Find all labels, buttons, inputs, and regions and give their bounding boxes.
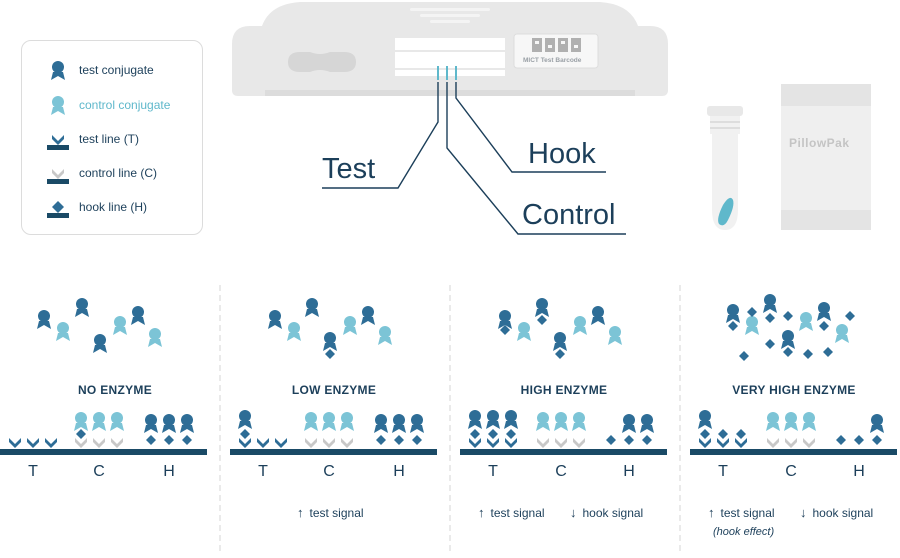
section-dividers xyxy=(219,285,681,555)
axis-letter-h: H xyxy=(393,463,405,480)
legend-label: hook line (H) xyxy=(79,200,148,214)
hook-line-icon xyxy=(47,201,69,218)
control-line-captured xyxy=(766,412,816,448)
note-text: hook signal xyxy=(582,506,644,520)
axis-letter-t: T xyxy=(718,463,728,480)
axis-letter-t: T xyxy=(28,463,38,480)
section-title-low-enzyme: LOW ENZYME xyxy=(291,383,377,397)
test-line-icon xyxy=(47,135,69,150)
axis-letter-c: C xyxy=(93,463,105,480)
hook-line-captured xyxy=(374,414,424,445)
floating-conjugates xyxy=(268,298,392,359)
panel-very-high-enzyme xyxy=(690,294,897,455)
strip-baseline xyxy=(690,449,897,455)
note-test-signal: ↑ test signal xyxy=(478,505,545,520)
section-title-high-enzyme: HIGH ENZYME xyxy=(520,383,608,397)
test-line-receptors xyxy=(9,438,57,448)
test-conjugate-icon xyxy=(51,61,65,80)
legend-item-test-line: test line (T) xyxy=(22,126,202,154)
axis-letter-t: T xyxy=(488,463,498,480)
axis-letter-c: C xyxy=(785,463,797,480)
strip-baseline xyxy=(460,449,667,455)
callout-control: Control xyxy=(522,199,616,231)
note-text: test signal xyxy=(490,506,545,520)
barcode-label: MICT Test Barcode xyxy=(523,57,582,64)
axis-letter-h: H xyxy=(623,463,635,480)
note-text: test signal xyxy=(720,506,775,520)
note-text: hook signal xyxy=(812,506,874,520)
legend-label: control conjugate xyxy=(79,98,171,112)
panel-high-enzyme xyxy=(460,298,667,455)
control-line-captured xyxy=(74,412,124,448)
axis-letter-c: C xyxy=(323,463,335,480)
hook-line-captured xyxy=(144,414,194,445)
legend: test conjugate control conjugate test li… xyxy=(21,40,203,235)
control-conjugate-icon xyxy=(51,96,65,115)
note-test-signal: ↑ test signal xyxy=(297,505,364,520)
strip-baseline xyxy=(0,449,207,455)
pillow-pak-package xyxy=(781,84,871,230)
floating-conjugates xyxy=(726,294,855,361)
callout-hook: Hook xyxy=(528,138,596,170)
note-hook-signal: ↓ hook signal xyxy=(570,505,643,520)
hook-line-captured xyxy=(606,414,654,445)
arrow-up-icon: ↑ xyxy=(478,505,485,520)
legend-label: control line (C) xyxy=(79,166,158,180)
legend-label: test conjugate xyxy=(79,63,154,77)
callout-test: Test xyxy=(322,153,376,185)
legend-item-hook-line: hook line (H) xyxy=(22,194,202,222)
control-line-icon xyxy=(47,169,69,184)
test-cassette xyxy=(232,2,668,96)
barcode-icon xyxy=(532,38,581,52)
axis-letter-h: H xyxy=(853,463,865,480)
arrow-down-icon: ↓ xyxy=(570,505,577,520)
test-line-receptors xyxy=(238,410,287,448)
note-hook-signal: ↓ hook signal xyxy=(800,505,873,520)
pillowpak-label: PillowPak xyxy=(789,136,850,150)
callout-lines xyxy=(322,82,626,235)
legend-label: test line (T) xyxy=(79,132,140,146)
panel-low-enzyme xyxy=(230,298,437,455)
control-line-captured xyxy=(304,412,354,448)
legend-item-test-conjugate: test conjugate xyxy=(22,57,202,85)
section-title-very-high-enzyme: VERY HIGH ENZYME xyxy=(732,383,856,397)
note-text: test signal xyxy=(309,506,364,520)
axis-letter-t: T xyxy=(258,463,268,480)
test-line-captured xyxy=(698,410,747,448)
section-title-no-enzyme: NO ENZYME xyxy=(77,383,153,397)
legend-item-control-conjugate: control conjugate xyxy=(22,92,202,120)
reagent-vial-icon xyxy=(707,106,743,230)
legend-item-control-line: control line (C) xyxy=(22,160,202,188)
floating-conjugates xyxy=(37,298,162,353)
note-hook-effect: (hook effect) xyxy=(713,526,775,538)
arrow-up-icon: ↑ xyxy=(297,505,304,520)
floating-conjugates xyxy=(498,298,622,359)
axis-letter-h: H xyxy=(163,463,175,480)
hook-line-captured xyxy=(836,414,884,445)
panel-no-enzyme xyxy=(0,298,207,455)
note-test-signal: ↑ test signal xyxy=(708,505,775,520)
axis-letter-c: C xyxy=(555,463,567,480)
arrow-down-icon: ↓ xyxy=(800,505,807,520)
test-line-captured xyxy=(468,410,518,448)
arrow-up-icon: ↑ xyxy=(708,505,715,520)
control-line-captured xyxy=(536,412,586,448)
strip-baseline xyxy=(230,449,437,455)
